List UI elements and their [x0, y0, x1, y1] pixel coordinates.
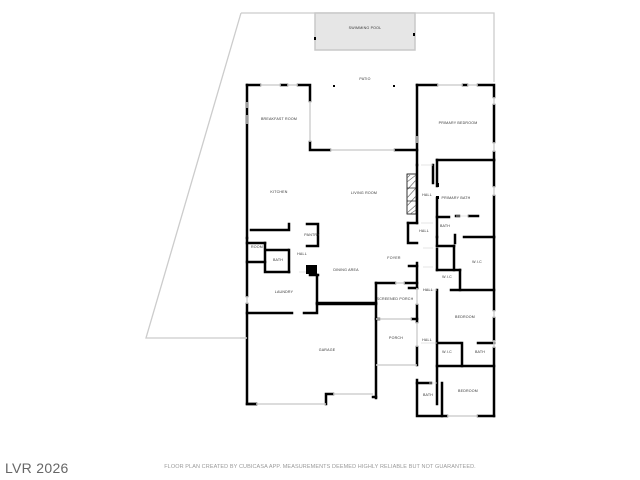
room-label-pantry: PANTRY: [304, 233, 320, 237]
room-label-primary-bedroom: PRIMARY BEDROOM: [438, 121, 478, 125]
room-label-living-room: LIVING ROOM: [350, 191, 378, 195]
room-label-laundry: LAUNDRY: [274, 290, 294, 294]
room-label-wic: W.I.C: [442, 350, 452, 354]
room-label-bath: BATH: [474, 350, 486, 354]
lot-boundary: [145, 12, 495, 339]
watermark: LVR 2026: [5, 460, 69, 476]
walls: [245, 83, 496, 418]
fireplace: [406, 173, 417, 215]
room-label-screened-porch: SCREENED PORCH: [376, 297, 414, 301]
disclaimer-text: FLOOR PLAN CREATED BY CUBICASA APP. MEAS…: [164, 464, 476, 470]
room-label-bath: BATH: [439, 224, 451, 228]
room-label-bedroom: BEDROOM: [455, 315, 475, 319]
room-label-patio: PATIO: [359, 77, 371, 81]
chimney-block: [306, 265, 317, 274]
room-label-bath: BATH: [272, 258, 284, 262]
room-label-hall: HALL: [422, 338, 432, 342]
room-label-hall: HALL: [423, 288, 433, 292]
room-label-primary-bath: PRIMARY BATH: [441, 196, 471, 200]
windows: [240, 84, 495, 417]
room-label-hall: HALL: [419, 229, 429, 233]
room-label-garage: GARAGE: [318, 348, 336, 352]
room-label-bedroom: BEDROOM: [458, 389, 478, 393]
room-label-bath: BATH: [422, 393, 434, 397]
room-label-hall: HALL: [422, 193, 432, 197]
room-label-kitchen: KITCHEN: [270, 190, 288, 194]
room-label-dining-area: DINING AREA: [333, 268, 359, 272]
swimming-pool-shape: [314, 12, 416, 51]
room-label-foyer: FOYER: [387, 256, 401, 260]
room-label-swimming-pool: SWIMMING POOL: [348, 26, 382, 30]
room-label-hall: HALL: [297, 252, 307, 256]
room-label-breakfast-room: BREAKFAST ROOM: [260, 117, 298, 121]
room-label-wic: W.I.C: [442, 275, 452, 279]
room-label-porch: PORCH: [389, 336, 403, 340]
room-label-room: ROOM: [251, 245, 263, 249]
room-label-wic: W.I.C: [472, 260, 482, 264]
